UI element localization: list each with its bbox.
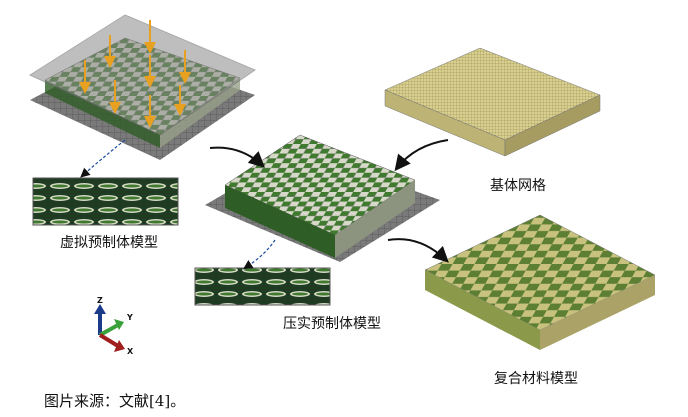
virtual-preform-model: [28, 14, 257, 160]
flow-arrows: [209, 139, 449, 263]
axis-z-label: Z: [97, 296, 103, 305]
compacted-preform-label: 压实预制体模型: [283, 316, 381, 332]
compacted-section-inset: [194, 267, 331, 306]
virtual-preform-label: 虚拟预制体模型: [60, 235, 158, 251]
arrow-mesh-to-compacted: [394, 139, 449, 172]
press-arrows: [79, 20, 191, 128]
arrow-virtual-to-compacted: [209, 146, 265, 168]
axis-x-label: X: [127, 347, 134, 356]
top-plate: [28, 14, 257, 136]
arrow-compacted-to-composite: [387, 238, 449, 263]
virtual-section-inset: [32, 177, 179, 226]
composite-model: [424, 214, 656, 350]
matrix-mesh-model: [384, 47, 601, 157]
matrix-mesh-label: 基体网格: [490, 178, 546, 194]
compacted-preform-model: [205, 134, 440, 262]
axis-y-label: Y: [127, 313, 133, 322]
figure-caption: 图片来源：文献[4]。: [44, 392, 186, 410]
composite-model-label: 复合材料模型: [494, 371, 578, 387]
coordinate-axes-icon: [94, 304, 125, 352]
